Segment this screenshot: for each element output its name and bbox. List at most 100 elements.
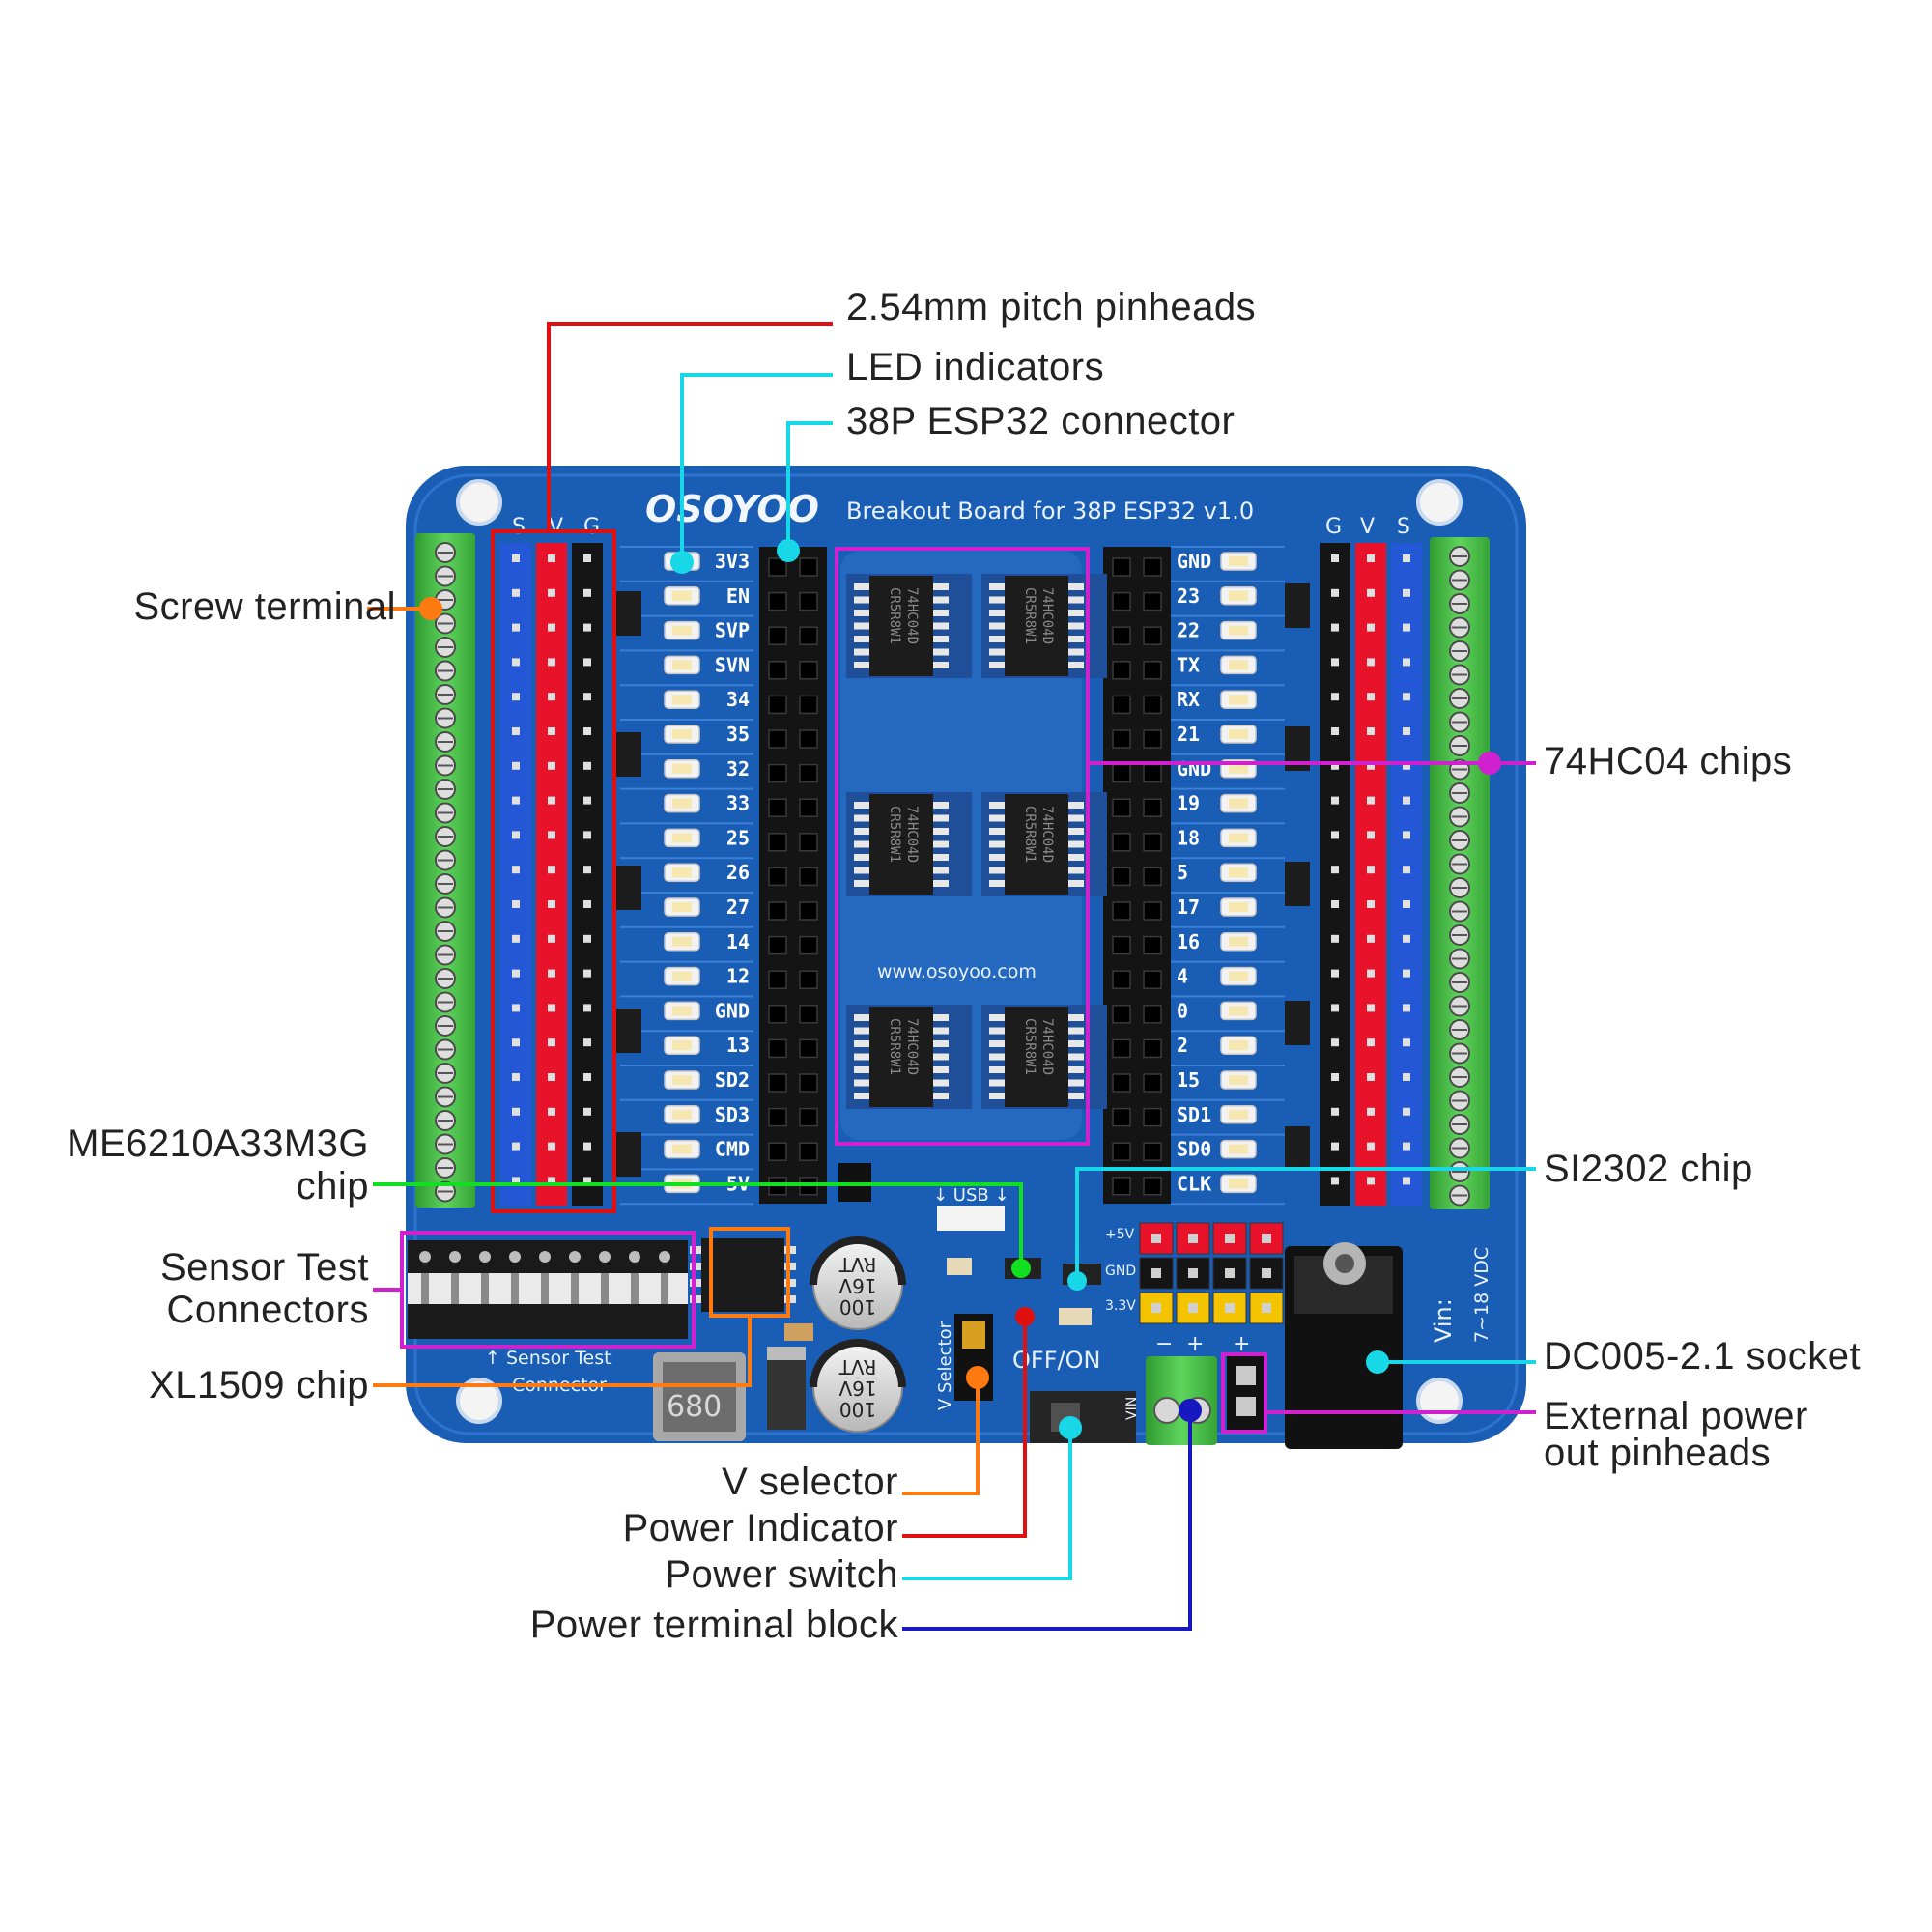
pin (419, 1251, 431, 1263)
chip-marking: 74HC04D (904, 1018, 920, 1075)
led-lens (1229, 763, 1248, 774)
pin (1331, 866, 1339, 874)
pin (583, 866, 591, 874)
chip-marking: CR5R8W1 (1022, 587, 1037, 644)
socket-hole (799, 1073, 818, 1093)
pin-label-right: 4 (1177, 965, 1188, 988)
hc04-highlight (835, 547, 1090, 1146)
socket-hole (799, 557, 818, 577)
pin (583, 727, 591, 735)
led-lens (1229, 1144, 1248, 1154)
pin (548, 866, 555, 874)
pin (512, 934, 520, 943)
pin (512, 727, 520, 735)
socket-hole (1112, 1005, 1131, 1024)
pin-label-left: 12 (726, 965, 750, 988)
pin (1367, 796, 1375, 805)
socket-hole (768, 1073, 787, 1093)
pin (512, 658, 520, 667)
pin (548, 831, 555, 839)
led-lens (1229, 798, 1248, 809)
led-lens (1229, 1075, 1248, 1085)
pin-label-left: GND (715, 999, 750, 1022)
pin (509, 1251, 521, 1263)
pin (1403, 693, 1410, 701)
socket-hole (799, 833, 818, 852)
pcb-board (406, 466, 1526, 1443)
pin (1367, 623, 1375, 632)
socket-hole (799, 935, 818, 955)
pin-label-left: 3V3 (715, 550, 750, 573)
capacitor-marking: 16V (838, 1377, 876, 1400)
pin (1331, 1073, 1339, 1081)
pin (1367, 1142, 1375, 1151)
led-lens (672, 1144, 692, 1154)
led-lens (1229, 1040, 1248, 1051)
pin (548, 1177, 555, 1185)
pin-label-left: SD2 (715, 1068, 750, 1092)
pin (1331, 1038, 1339, 1047)
header-strip (500, 543, 531, 1206)
socket-hole (1143, 626, 1162, 645)
resistor-arrays (616, 583, 1310, 1177)
socket-hole (1112, 626, 1131, 645)
header-strip (1320, 543, 1350, 1206)
pin (512, 761, 520, 770)
pin (583, 1073, 591, 1081)
led-lens (1229, 729, 1248, 739)
led-lens (672, 1006, 692, 1016)
header-strip (536, 543, 567, 1206)
capacitor-marking: RVT (838, 1355, 876, 1378)
pin (583, 1142, 591, 1151)
sensor-test-connectors (408, 1240, 688, 1339)
socket-hole (768, 626, 787, 645)
pin-label-left: 25 (726, 826, 750, 849)
pin (512, 1177, 520, 1185)
socket-hole (1143, 935, 1162, 955)
pin (1367, 969, 1375, 978)
pin (548, 588, 555, 597)
led-lens (672, 1109, 692, 1120)
socket-hole (1112, 833, 1131, 852)
polarity-plus: + (1186, 1332, 1204, 1356)
socket-hole (768, 867, 787, 887)
socket-hole (1143, 867, 1162, 887)
74hc04-chip (1005, 794, 1068, 895)
power-rail-headers (1139, 1222, 1284, 1324)
pin (548, 969, 555, 978)
callout-power-indicator: Power Indicator (622, 1507, 898, 1549)
led-lens (672, 867, 692, 878)
pin (583, 761, 591, 770)
socket-hole (799, 695, 818, 715)
inductor-label: 680 (667, 1390, 722, 1424)
rail-label-33v: 3.3V (1105, 1298, 1136, 1314)
resistor-array (616, 866, 641, 910)
v-selector: V Selector (935, 1314, 993, 1410)
pin (1367, 1004, 1375, 1012)
switch-label: OFF/ON (1012, 1347, 1100, 1374)
pin (512, 1142, 520, 1151)
led-lens (1229, 1109, 1248, 1120)
resistor-array (616, 1009, 641, 1053)
pin (539, 1251, 551, 1263)
led-lens (1229, 625, 1248, 636)
pin-label-right: 22 (1177, 619, 1200, 642)
pin-label-left: 13 (726, 1034, 750, 1057)
socket-hole (1143, 557, 1162, 577)
pin (583, 1107, 591, 1116)
socket-hole (799, 798, 818, 817)
pin (1331, 831, 1339, 839)
pin-label-left: 14 (726, 930, 750, 953)
selector-label: V Selector (935, 1321, 955, 1410)
chip-marking: 74HC04D (1039, 1018, 1055, 1075)
pin-label-right: SD1 (1177, 1103, 1211, 1126)
socket-hole (1112, 1038, 1131, 1059)
pin (479, 1251, 491, 1263)
callout-power-terminal: Power terminal block (529, 1604, 898, 1646)
led-lens (672, 590, 692, 601)
pin (548, 554, 555, 562)
resistor-array (1285, 583, 1310, 628)
led-lens (1229, 660, 1248, 670)
socket-hole (799, 729, 818, 749)
brand-logo: OSOYOO (645, 488, 819, 530)
